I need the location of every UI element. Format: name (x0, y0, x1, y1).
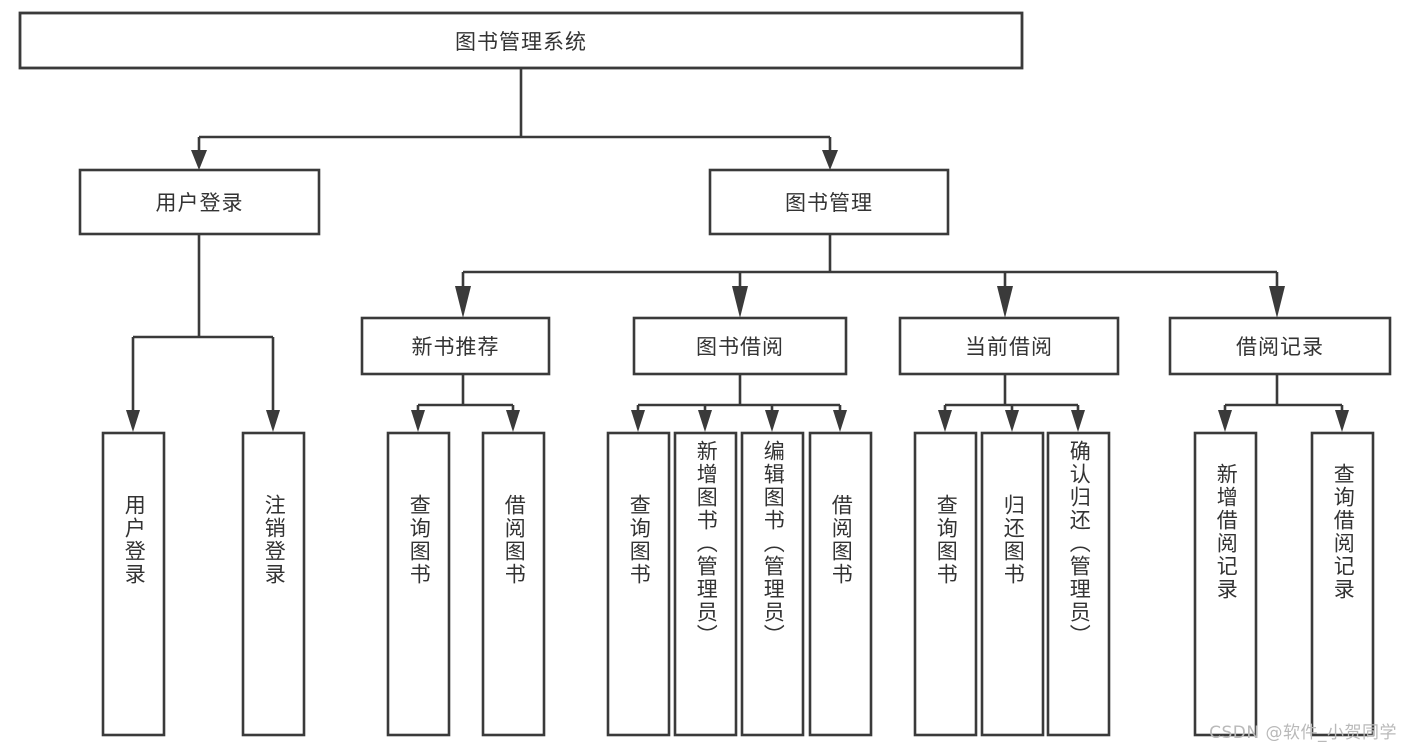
node-box-book-borrow[interactable] (632, 316, 848, 376)
arrow-head-book-borrow (732, 286, 748, 318)
arrow-head-borrow-record (1269, 286, 1285, 318)
node-box-leaf-bb-borrow[interactable] (808, 431, 873, 737)
csdn-watermark: CSDN @软件_小贺同学 (1209, 723, 1397, 743)
arrow-head-newbook-leaf-1 (411, 410, 425, 432)
arrow-head-leaf-user-login (126, 410, 140, 432)
arrow-head-currentborrow-leaf-3 (1071, 410, 1085, 432)
arrow-head-newbook-leaf-2 (506, 410, 520, 432)
arrow-head-currentborrow-leaf-2 (1005, 410, 1019, 432)
arrow-head-user-login (191, 150, 207, 170)
node-box-user-login[interactable] (78, 168, 321, 236)
nodes-layer (18, 11, 1392, 737)
node-box-leaf-newbook-query[interactable] (386, 431, 451, 737)
node-box-leaf-bb-edit[interactable] (740, 431, 805, 737)
node-box-leaf-br-query[interactable] (1310, 431, 1375, 737)
node-box-root[interactable] (18, 11, 1024, 70)
arrow-head-leaf-logout (266, 410, 280, 432)
arrow-head-bookborrow-leaf-2 (698, 410, 712, 432)
arrow-head-borrowrecord-leaf-2 (1335, 410, 1349, 432)
node-box-leaf-logout[interactable] (241, 431, 306, 737)
node-box-leaf-bb-query[interactable] (606, 431, 671, 737)
node-box-leaf-newbook-borrow[interactable] (481, 431, 546, 737)
arrow-head-currentborrow-leaf-1 (938, 410, 952, 432)
node-box-leaf-cb-confirm[interactable] (1046, 431, 1111, 737)
arrow-head-book-manage (822, 150, 838, 170)
connectors-layer (126, 68, 1349, 432)
node-box-new-book-recommend[interactable] (360, 316, 551, 376)
arrow-head-new-book-recommend (455, 286, 471, 318)
node-box-borrow-record[interactable] (1168, 316, 1392, 376)
node-box-current-borrow[interactable] (898, 316, 1120, 376)
arrow-head-borrowrecord-leaf-1 (1218, 410, 1232, 432)
node-box-leaf-cb-return[interactable] (980, 431, 1045, 737)
arrow-head-bookborrow-leaf-1 (631, 410, 645, 432)
arrow-head-current-borrow (997, 286, 1013, 318)
node-box-leaf-cb-query[interactable] (913, 431, 978, 737)
arrow-head-bookborrow-leaf-4 (833, 410, 847, 432)
node-box-leaf-user-login[interactable] (101, 431, 166, 737)
arrow-head-bookborrow-leaf-3 (765, 410, 779, 432)
node-box-leaf-br-add[interactable] (1193, 431, 1258, 737)
node-box-leaf-bb-add[interactable] (673, 431, 738, 737)
node-box-book-manage[interactable] (708, 168, 950, 236)
